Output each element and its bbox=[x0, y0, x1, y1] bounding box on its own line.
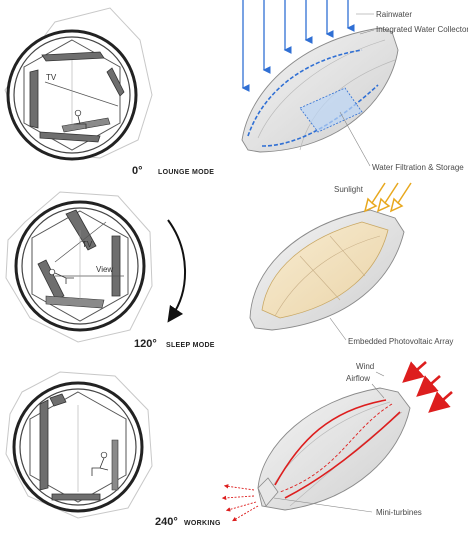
callout-line bbox=[339, 111, 371, 167]
wall-panel bbox=[29, 69, 39, 129]
water-collector bbox=[247, 49, 363, 137]
sleep-degree: 120° bbox=[134, 338, 157, 350]
water-collectors-label: Integrated Water Collectors bbox=[376, 25, 468, 34]
callout-line bbox=[375, 371, 385, 377]
lounge-caption: 0° LOUNGE MODE bbox=[132, 165, 214, 177]
hexagon-frame bbox=[29, 391, 127, 503]
exhaust-arrow bbox=[221, 495, 255, 501]
module-ring-inner bbox=[13, 36, 131, 154]
person-head bbox=[100, 451, 108, 459]
outer-shell-outline bbox=[5, 371, 153, 519]
tv-label: TV bbox=[82, 240, 93, 249]
rainwater-label: Rainwater bbox=[376, 10, 412, 19]
wind-arrow bbox=[402, 361, 427, 383]
pod-rib bbox=[267, 401, 391, 495]
module-ring-inner bbox=[21, 207, 139, 325]
working-degree: 240° bbox=[155, 516, 178, 528]
pod-rib bbox=[274, 235, 381, 317]
storage-tank bbox=[299, 87, 363, 133]
photovoltaic-array bbox=[261, 221, 389, 319]
rain-arrows bbox=[241, 0, 355, 92]
hexagon-frame bbox=[23, 39, 121, 151]
photovoltaic-label: Embedded Photovoltaic Array bbox=[348, 337, 453, 346]
wall-panel bbox=[106, 67, 125, 97]
wind-label: Wind bbox=[356, 362, 374, 371]
wind-arrows bbox=[402, 361, 453, 413]
wall-panel bbox=[37, 259, 65, 301]
module-ring-inner bbox=[19, 388, 137, 506]
sightline bbox=[54, 221, 107, 263]
sunlight-arrow bbox=[389, 182, 412, 213]
callout-line bbox=[273, 497, 373, 513]
wind-arrow bbox=[428, 391, 453, 413]
airflow-path bbox=[274, 399, 387, 486]
person-seated bbox=[74, 115, 87, 129]
working-plan bbox=[5, 371, 153, 519]
sleep-mode-name: SLEEP MODE bbox=[166, 342, 215, 349]
airflow-path bbox=[279, 403, 393, 493]
sunlight-arrow bbox=[363, 182, 386, 213]
bed bbox=[45, 295, 105, 309]
person-head bbox=[74, 109, 82, 117]
pod-rib bbox=[257, 39, 386, 139]
pod-rib bbox=[329, 235, 366, 277]
rain-pod bbox=[241, 27, 399, 153]
sightline bbox=[44, 81, 119, 107]
person-reclined bbox=[54, 272, 74, 284]
sleep-plan: TV View bbox=[5, 191, 153, 343]
exhaust-arrow bbox=[225, 501, 257, 512]
pod-shell bbox=[241, 27, 399, 153]
exhaust-arrows bbox=[221, 484, 259, 522]
hexagon-frame bbox=[31, 210, 129, 322]
outer-shell-outline bbox=[5, 191, 153, 343]
solar-pod bbox=[249, 209, 405, 331]
callout-line bbox=[329, 317, 347, 341]
lounge-degree: 0° bbox=[132, 165, 143, 177]
mini-turbines-label: Mini-turbines bbox=[376, 508, 422, 517]
tv-label: TV bbox=[46, 73, 57, 82]
wall-panel bbox=[39, 131, 101, 143]
rotation-arrow bbox=[167, 219, 187, 323]
lounge-mode-name: LOUNGE MODE bbox=[158, 169, 214, 176]
working-mode-name: WORKING bbox=[184, 520, 221, 527]
desk bbox=[111, 439, 119, 491]
wall-panel bbox=[39, 399, 49, 491]
pod-rib bbox=[299, 255, 341, 301]
wall-panel bbox=[51, 493, 101, 501]
exhaust-arrow bbox=[223, 484, 255, 491]
lounge-plan: TV bbox=[4, 7, 153, 161]
person-head bbox=[48, 268, 56, 276]
working-caption: 240° WORKING bbox=[155, 516, 221, 528]
sleep-caption: 120° SLEEP MODE bbox=[134, 338, 215, 350]
sunlight-label: Sunlight bbox=[334, 185, 364, 194]
airflow-path bbox=[284, 411, 401, 499]
callout-line bbox=[371, 383, 385, 399]
view-label: View bbox=[96, 265, 113, 274]
water-storage-label: Water Filtration & Storage bbox=[372, 163, 464, 172]
callout-line bbox=[359, 29, 375, 35]
sunlight-arrow bbox=[376, 182, 399, 213]
wall-panel bbox=[49, 393, 67, 407]
wall-panel bbox=[41, 51, 105, 62]
wind-callouts: Wind Airflow Mini-turbines bbox=[273, 362, 422, 517]
mini-turbine bbox=[257, 477, 279, 507]
exhaust-arrow bbox=[232, 505, 259, 522]
person-seated bbox=[91, 457, 109, 476]
wind-arrow bbox=[416, 375, 441, 397]
wind-pod bbox=[257, 387, 411, 511]
sunlight-arrows bbox=[363, 182, 412, 213]
airflow-label: Airflow bbox=[346, 374, 370, 383]
solar-callouts: Sunlight Embedded Photovoltaic Array bbox=[329, 185, 453, 346]
rain-callouts: Rainwater Integrated Water Collectors Wa… bbox=[339, 10, 468, 172]
wall-panel bbox=[65, 209, 97, 251]
pod-shell bbox=[257, 387, 411, 511]
